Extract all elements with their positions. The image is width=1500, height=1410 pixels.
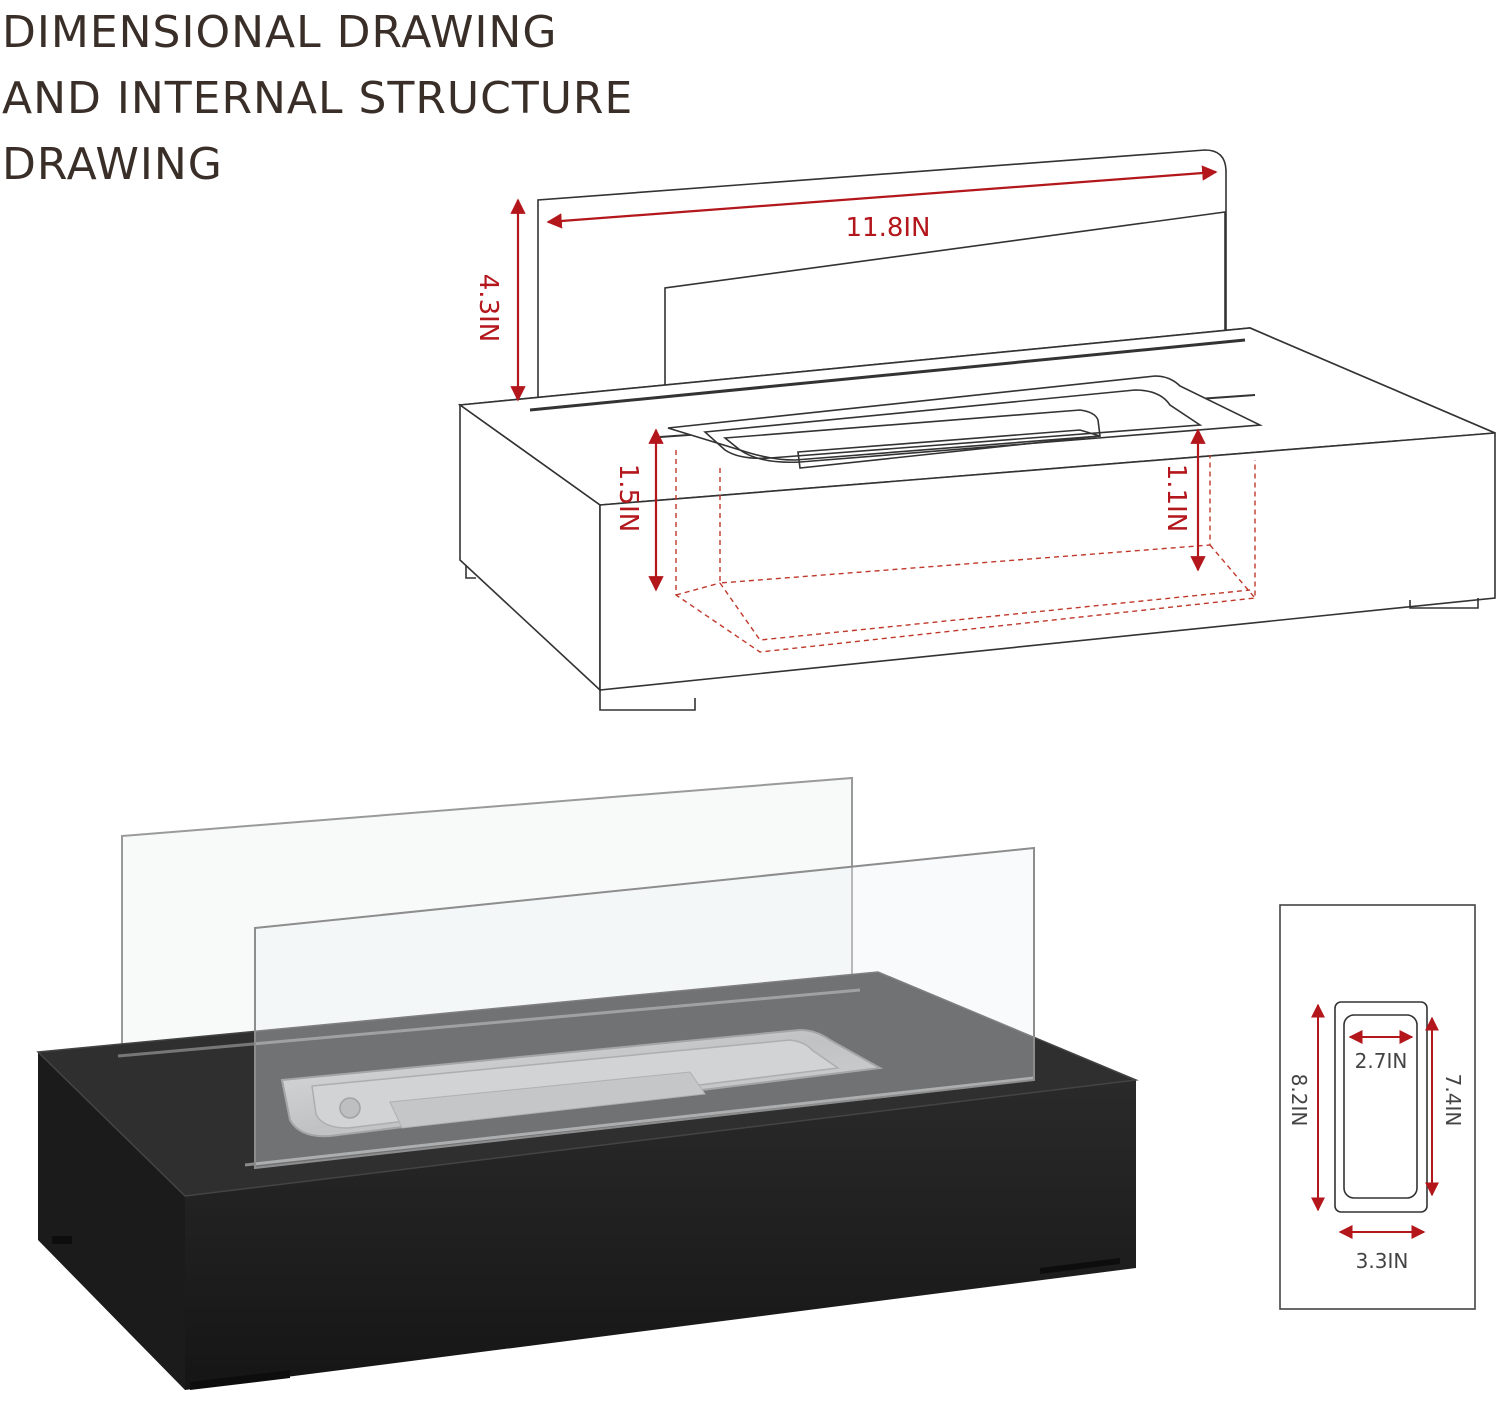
- render-base-front: [185, 1080, 1136, 1390]
- render-front-glass: [254, 846, 1035, 1170]
- label-glass-height: 4.3IN: [473, 274, 503, 342]
- dimension-arrows-top: [510, 165, 1218, 592]
- back-glass-panel: [537, 149, 1227, 410]
- label-base-depth: 8.2IN: [1287, 1074, 1311, 1127]
- foot-front: [599, 690, 696, 711]
- label-burner-width: 3.3IN: [1356, 1249, 1409, 1273]
- diagram-title: DIMENSIONAL DRAWING AND INTERNAL STRUCTU…: [2, 0, 633, 198]
- label-burner-inner-width: 2.7IN: [1355, 1049, 1408, 1073]
- foot-left: [465, 566, 476, 579]
- label-burner-length: 7.4IN: [1441, 1074, 1465, 1127]
- top-view-tray-inner: [1343, 1014, 1418, 1199]
- title-line-3: DRAWING: [2, 139, 223, 190]
- title-line-1: DIMENSIONAL DRAWING: [2, 7, 558, 58]
- product-render: [36, 776, 1139, 1390]
- title-line-2: AND INTERNAL STRUCTURE: [2, 73, 634, 124]
- label-burner-depth: 1.1IN: [1161, 464, 1191, 532]
- render-base-left: [38, 1052, 185, 1390]
- internal-structure-dashed: [675, 450, 1256, 653]
- line-drawing-isometric: [457, 149, 1496, 711]
- arrow-glass-length: [546, 165, 1218, 229]
- front-glass-panel: [664, 211, 1226, 440]
- top-view-inset: 8.2IN 7.4IN 2.7IN 3.3IN: [1279, 904, 1476, 1310]
- foot-right: [1409, 598, 1479, 609]
- label-base-height: 1.5IN: [613, 464, 643, 532]
- label-glass-length: 11.8IN: [845, 213, 930, 243]
